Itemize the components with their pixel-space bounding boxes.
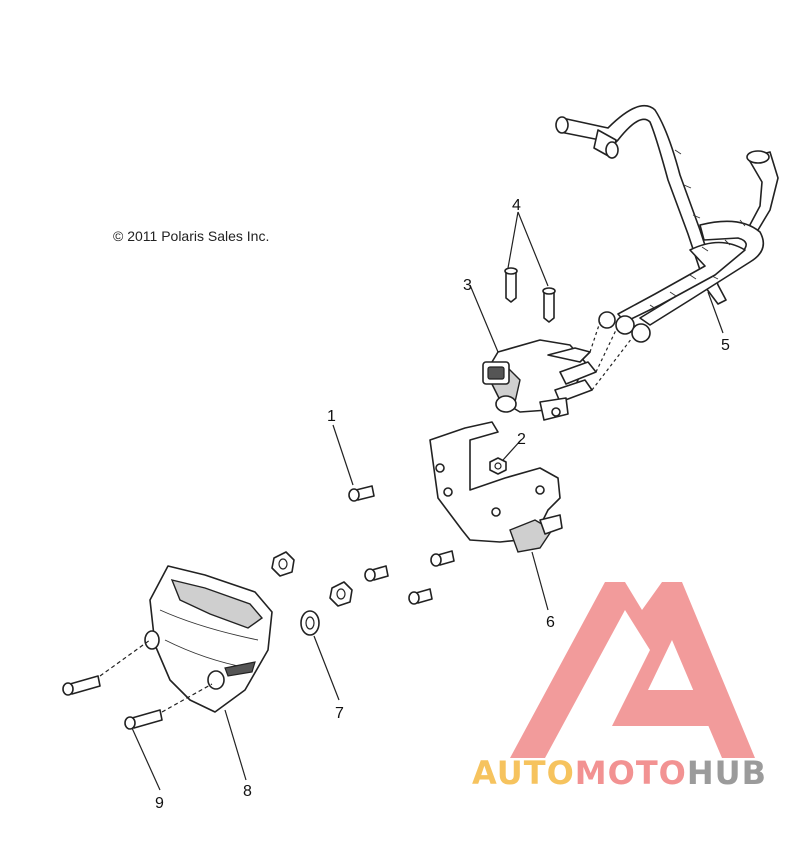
fasteners-middle — [271, 550, 455, 607]
mounting-bracket — [429, 421, 563, 553]
callout-2: 2 — [517, 431, 526, 448]
hose-assembly — [555, 105, 779, 343]
copyright-notice: © 2011 Polaris Sales Inc. — [113, 228, 270, 244]
watermark-moto: MOTO — [575, 754, 687, 792]
grommet-part-7 — [300, 610, 320, 636]
automotohub-watermark: AUTOMOTOHUB — [472, 582, 767, 792]
valve-cover — [144, 565, 273, 713]
screws-part-4 — [504, 267, 556, 323]
nut-part-2 — [489, 457, 507, 475]
watermark-auto: AUTO — [472, 754, 575, 792]
callout-7: 7 — [335, 705, 344, 722]
bolts-part-9 — [62, 675, 163, 730]
callout-4: 4 — [512, 197, 521, 214]
connect-lines — [589, 321, 633, 391]
callout-8: 8 — [243, 783, 252, 800]
watermark-logo-shape — [510, 582, 755, 758]
callout-9: 9 — [155, 795, 164, 812]
solenoid-valve — [482, 339, 597, 421]
callout-6: 6 — [546, 614, 555, 631]
bolt-part-1 — [348, 485, 375, 502]
leader-lines — [99, 211, 724, 791]
callout-1: 1 — [327, 408, 336, 425]
svg-text:AUTOMOTOHUB: AUTOMOTOHUB — [472, 754, 767, 792]
callout-5: 5 — [721, 337, 730, 354]
watermark-hub: HUB — [687, 754, 767, 792]
callout-3: 3 — [463, 277, 472, 294]
